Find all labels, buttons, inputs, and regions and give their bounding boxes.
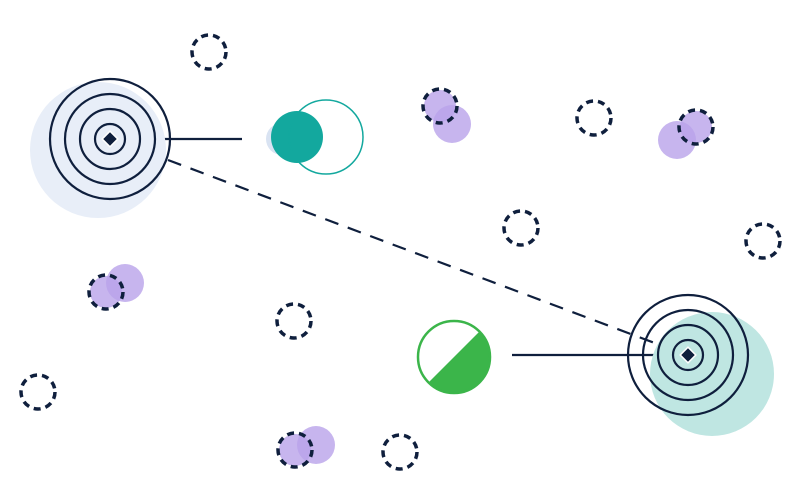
target-right-ring-1: [626, 293, 750, 417]
purple-ring-3: [87, 273, 125, 311]
node-green: [416, 319, 492, 395]
target-left-ring-4: [93, 122, 127, 156]
purple-dot-3b: [90, 276, 122, 308]
target-left: [30, 77, 172, 218]
purple-pair-1: [421, 87, 471, 143]
purple-dot-2b: [680, 111, 712, 143]
purple-ring-4: [276, 431, 314, 469]
purple-pair-4: [276, 426, 335, 469]
target-right: [626, 293, 774, 436]
dashed-ring-2: [575, 99, 613, 137]
purple-dot-4b: [279, 434, 311, 466]
dashed-ring-3: [502, 209, 540, 247]
node-teal-outline: [288, 99, 364, 175]
dashed-rings: [19, 33, 782, 471]
node-green-fill: [428, 331, 491, 394]
node-teal: [266, 99, 364, 175]
target-left-halo: [30, 82, 166, 218]
dashed-ring-7: [381, 433, 419, 471]
dashed-connector: [167, 158, 661, 347]
target-left-diamond-icon: [101, 130, 119, 148]
target-right-ring-2: [641, 308, 735, 402]
dashed-ring-6: [19, 373, 57, 411]
purple-pair-3: [87, 264, 144, 311]
dashed-ring-4: [744, 222, 782, 260]
purple-ring-1: [421, 87, 459, 125]
node-green-outline: [416, 319, 492, 395]
target-right-ring-4: [671, 338, 705, 372]
target-left-ring-2: [63, 92, 157, 186]
target-left-ring-1: [48, 77, 172, 201]
target-right-diamond-icon: [679, 346, 697, 364]
purple-pair-2: [658, 108, 715, 159]
purple-dot-1b: [424, 90, 456, 122]
node-teal-fill: [271, 111, 323, 163]
purple-ring-2: [677, 108, 715, 146]
dashed-ring-5: [275, 302, 313, 340]
target-right-ring-3: [656, 323, 720, 387]
dashed-ring-1: [190, 33, 228, 71]
target-left-ring-3: [78, 107, 142, 171]
